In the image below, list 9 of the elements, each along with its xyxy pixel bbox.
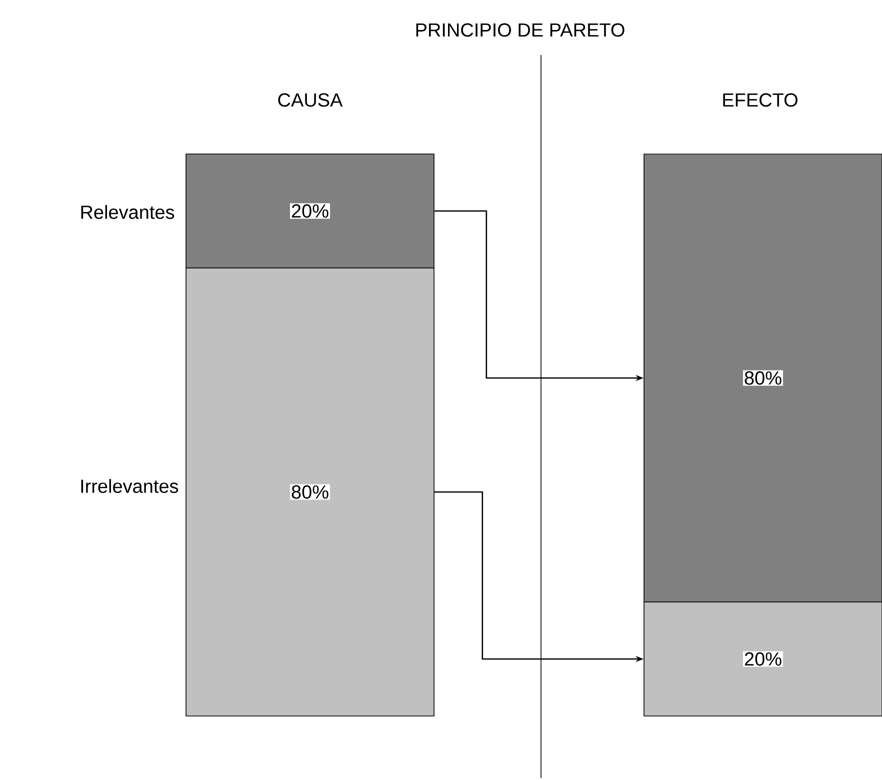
- bar-segment: 20%: [186, 154, 434, 268]
- row-label: Irrelevantes: [81, 479, 178, 493]
- bar-segment: 80%: [644, 154, 882, 602]
- column-heading: CAUSA: [278, 93, 343, 107]
- row-label: Relevantes: [81, 205, 174, 219]
- bar-segment: 80%: [186, 268, 434, 716]
- bar-segment: 20%: [644, 602, 882, 716]
- column-heading: EFECTO: [723, 93, 798, 107]
- title: PRINCIPIO DE PARETO: [416, 23, 624, 37]
